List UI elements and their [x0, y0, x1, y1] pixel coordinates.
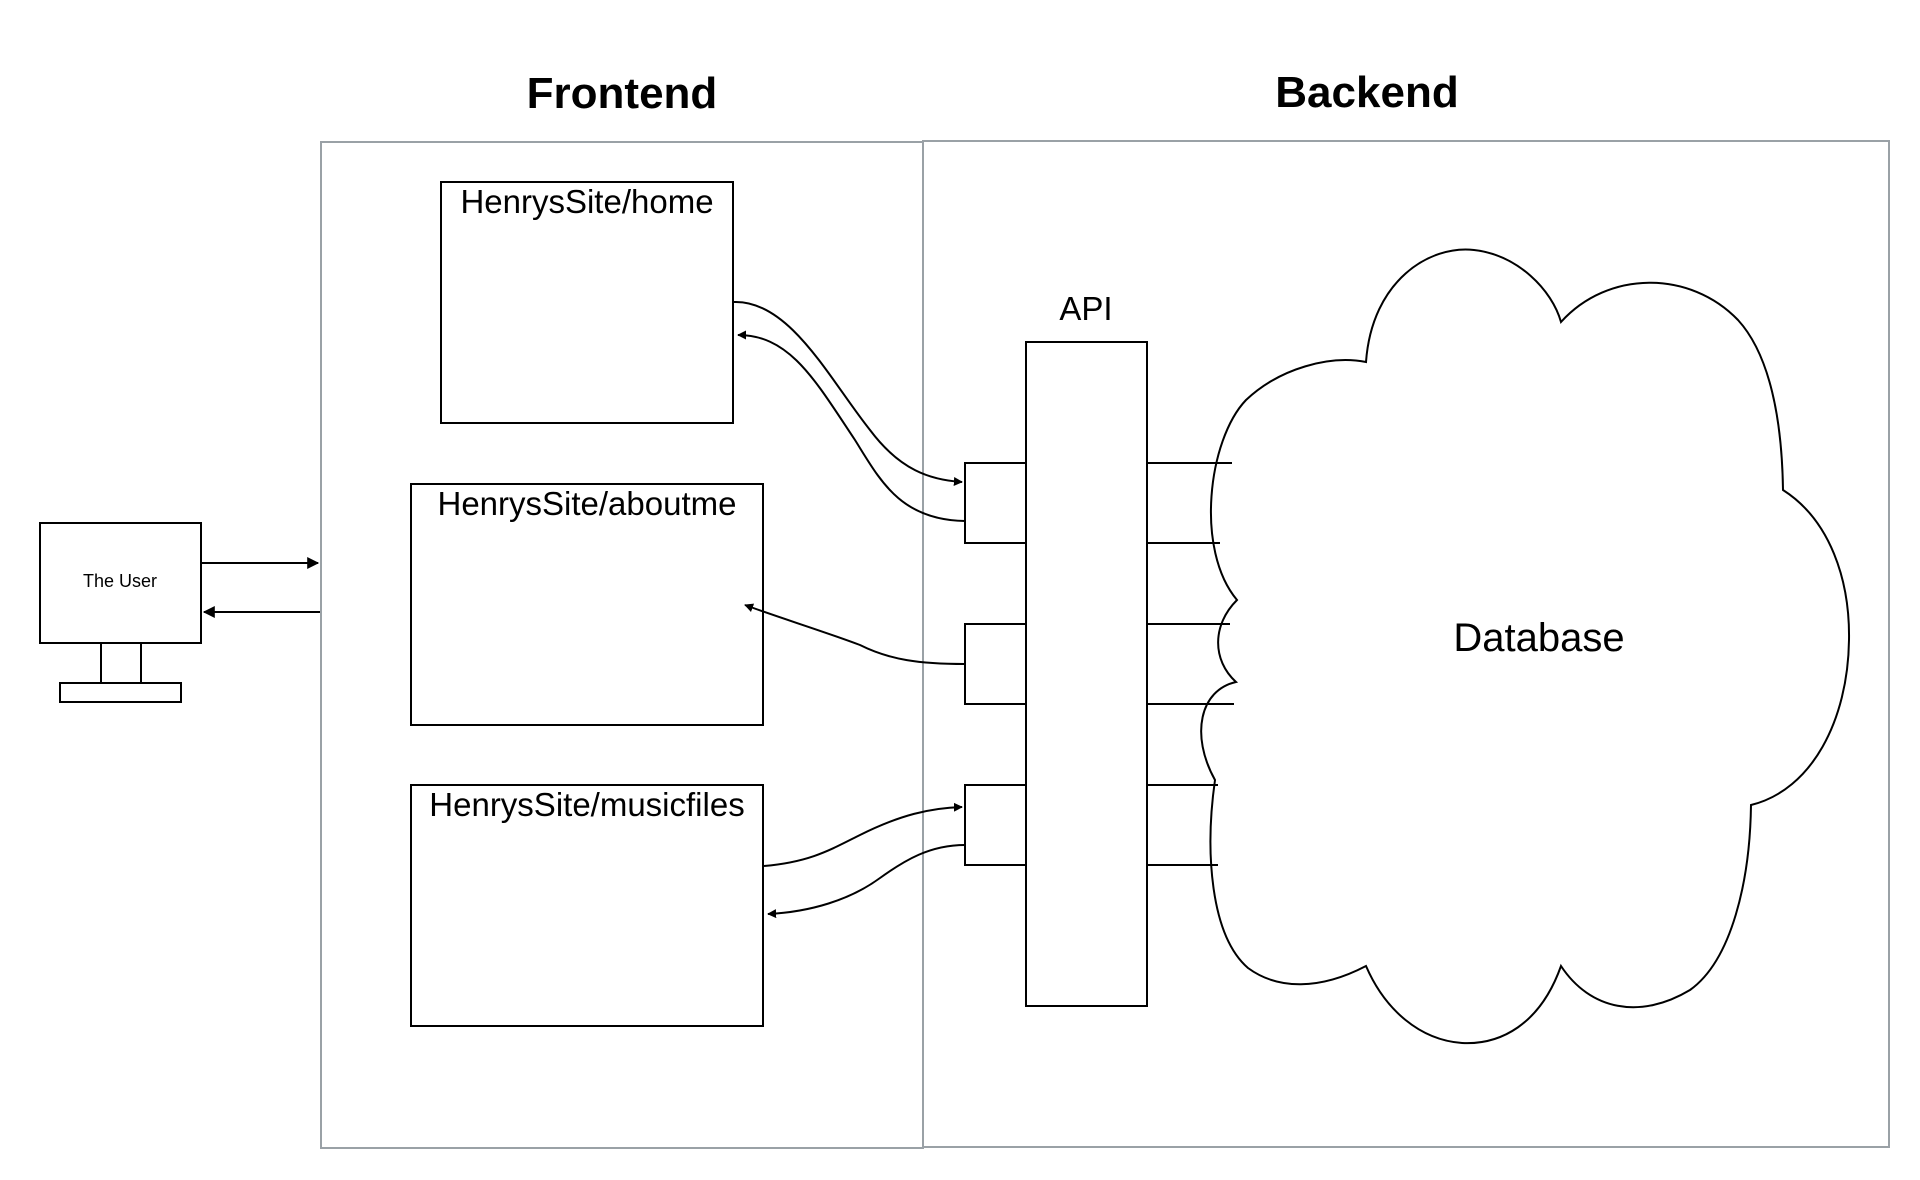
api-to-home-arrow: [737, 330, 966, 522]
backend-frame: [922, 140, 1890, 1148]
monitor-base: [59, 682, 182, 703]
backend-title: Backend: [1275, 68, 1458, 117]
musicfiles-to-api-arrow: [763, 802, 963, 867]
page-musicfiles-box: [410, 784, 764, 1027]
api-database-connectors: [1147, 462, 1234, 866]
api-port-home: [964, 462, 1027, 544]
page-home-box: [440, 181, 734, 424]
page-musicfiles: HenrysSite/musicfiles: [410, 784, 764, 1027]
page-aboutme: HenrysSite/aboutme: [410, 483, 764, 726]
home-to-api-arrow: [733, 300, 963, 486]
page-home-label: HenrysSite/home: [460, 183, 713, 220]
api-to-aboutme-arrow: [744, 603, 966, 665]
page-aboutme-box: [410, 483, 764, 726]
database-cloud-shape: [1200, 248, 1851, 1045]
monitor-stand: [100, 642, 142, 684]
api-to-musicfiles-arrow: [767, 844, 966, 919]
page-musicfiles-label: HenrysSite/musicfiles: [429, 786, 744, 823]
api-column: [1025, 341, 1148, 1007]
user-label: The User: [83, 571, 157, 591]
user-monitor-icon: The User: [39, 522, 202, 703]
database-cloud: Database: [1200, 248, 1851, 1045]
api-label: API: [1059, 290, 1112, 327]
page-home: HenrysSite/home: [440, 181, 734, 424]
page-aboutme-label: HenrysSite/aboutme: [438, 485, 737, 522]
api-port-aboutme: [964, 623, 1027, 705]
monitor-screen: [39, 522, 202, 644]
api-port-musicfiles: [964, 784, 1027, 866]
frontend-title: Frontend: [527, 69, 718, 118]
database-label: Database: [1453, 616, 1624, 660]
